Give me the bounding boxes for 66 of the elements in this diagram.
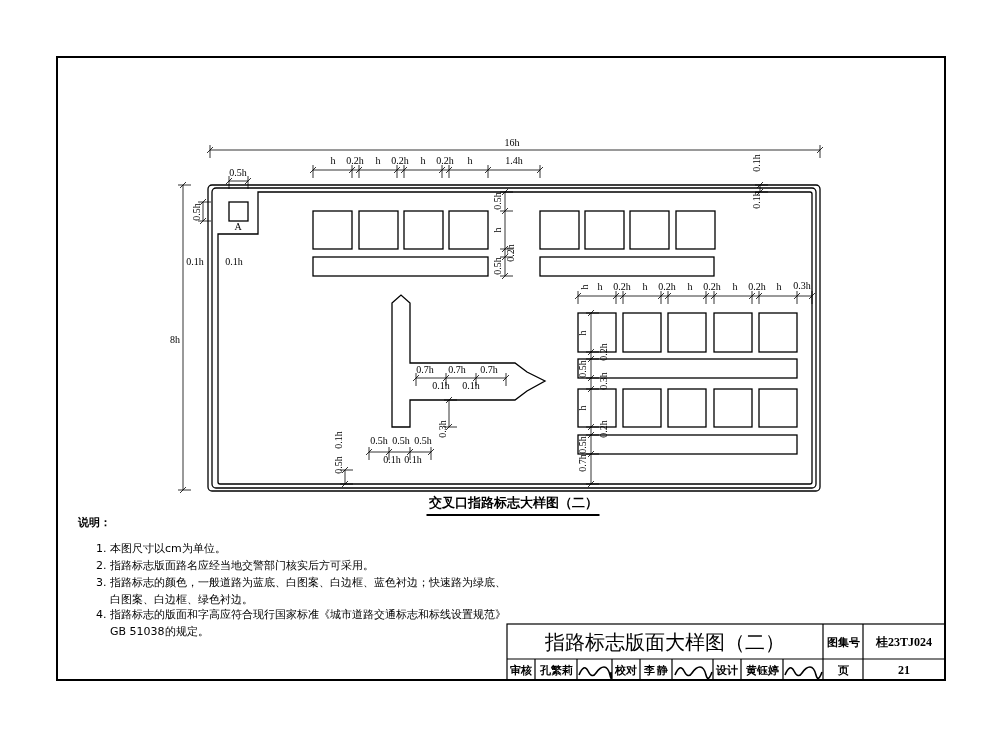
field-label: 审核 (510, 664, 532, 675)
dimension-label: 0.2h (613, 282, 631, 292)
dimension-label: 0.2h (391, 156, 409, 166)
dimension-label: 0.5h (578, 436, 588, 454)
dimension-label: 0.1h (432, 381, 450, 391)
dimension-label: h (467, 156, 473, 166)
dimension-label: 0.7h (416, 365, 434, 375)
dimension-label: 0.3h (793, 281, 811, 291)
dimension-label: h (642, 282, 648, 292)
note-text: 1. 本图尺寸以cm为单位。 (96, 541, 227, 557)
dimension-label: 0.2h (436, 156, 454, 166)
dimension-label: 0.5h (392, 436, 410, 446)
dimension-label: h (578, 330, 588, 336)
dimension-label: 0.1h (462, 381, 480, 391)
dimension-label: 0.2h (748, 282, 766, 292)
person-name: 孔繁莉 (539, 664, 573, 675)
atlas-number: 桂23TJ024 (876, 635, 932, 648)
dimension-label: 0.2h (703, 282, 721, 292)
notes-heading: 说明： (78, 515, 111, 531)
dimension-label: 0.1h (383, 455, 401, 465)
dimension-label: 0.5h (370, 436, 388, 446)
dimension-label: 0.1h (334, 431, 344, 449)
dimension-label: 0.7h (480, 365, 498, 375)
dimension-label: 0.2h (506, 244, 516, 262)
field-label: 设计 (716, 664, 738, 675)
dimension-label: 0.1h (752, 191, 762, 209)
dimension-label: 0.5h (493, 257, 503, 275)
dimension-label: h (687, 282, 693, 292)
field-label: 校对 (615, 664, 637, 675)
field-label: 图集号 (826, 636, 860, 647)
page-number: 21 (898, 663, 910, 676)
dimension-label: 0.5h (493, 192, 503, 210)
dimension-label: 0.5h (229, 168, 247, 178)
part-label: A (234, 222, 242, 232)
dimension-label: 0.7h (448, 365, 466, 375)
person-name: 李 静 (643, 664, 669, 675)
dimension-label: h (776, 282, 782, 292)
dimension-label: h (493, 227, 503, 233)
dimension-label: 0.2h (658, 282, 676, 292)
dimension-label: 0.5h (578, 360, 588, 378)
dimension-label: 16h (504, 138, 520, 148)
dimension-label: 0.3h (438, 420, 448, 438)
dimension-label: 0.1h (186, 257, 204, 267)
person-name: 黄钰婷 (745, 664, 779, 675)
dimension-label: h (375, 156, 381, 166)
drawing-caption: 交叉口指路标志大样图（二） (426, 494, 600, 516)
dimension-label: h (330, 156, 336, 166)
dimension-label: h (732, 282, 738, 292)
dimension-label: h (578, 405, 588, 411)
drawing-title: 指路标志版面大样图（二） (545, 628, 785, 656)
dimension-label: 0.1h (404, 455, 422, 465)
dimension-label: h (597, 282, 603, 292)
dimension-label: 8h (170, 335, 180, 345)
dimension-label: 0.5h (334, 456, 344, 474)
dimension-label: h (420, 156, 426, 166)
dimension-label: 0.5h (414, 436, 432, 446)
dimension-label: 0.5h (192, 203, 202, 221)
field-label: 页 (837, 664, 849, 675)
note-text: 3. 指路标志的颜色，一般道路为蓝底、白图案、白边框、蓝色衬边；快速路为绿底、白图案、白边框、绿色衬边。 (96, 575, 507, 608)
dimension-label: h (580, 284, 590, 290)
note-text: 2. 指路标志版面路名应经当地交警部门核实后方可采用。 (96, 558, 375, 574)
dimension-label: 0.2h (346, 156, 364, 166)
dimension-label: 0.1h (225, 257, 243, 267)
dimension-label: 0.1h (752, 154, 762, 172)
note-text: 4. 指路标志的版面和字高应符合现行国家标准《城市道路交通标志和标线设置规范》GB 51038的规定。 (96, 607, 507, 640)
dimension-label: 1.4h (505, 156, 523, 166)
